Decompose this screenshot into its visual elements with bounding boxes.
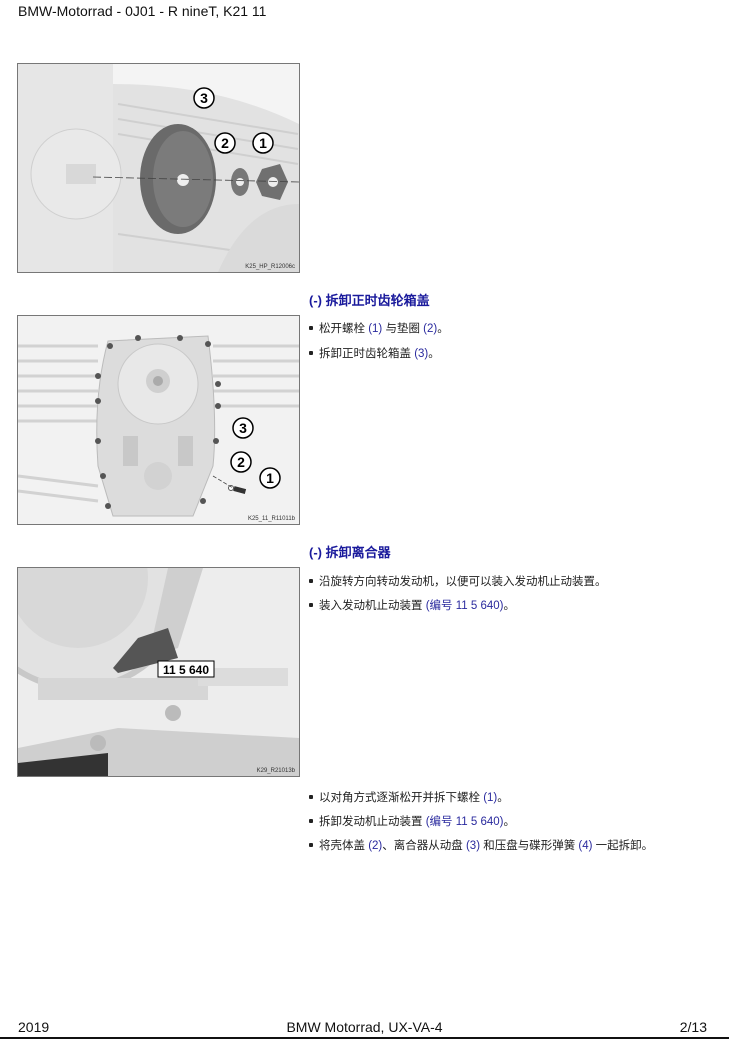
timing-cover-illustration: 3 2 1 xyxy=(18,316,299,524)
footer-page-number: 2/13 xyxy=(679,1019,707,1035)
bullet-icon xyxy=(309,794,313,799)
svg-text:2: 2 xyxy=(237,454,245,470)
reference-link: (2) xyxy=(368,840,383,852)
reference-link: (3) xyxy=(414,348,429,360)
footer-divider xyxy=(0,1037,729,1039)
figure-caption: K29_R21013b xyxy=(256,768,295,774)
engine-lock-illustration: 11 5 640 xyxy=(18,568,299,776)
svg-text:2: 2 xyxy=(221,135,229,151)
reference-link: (3) xyxy=(465,840,481,852)
reference-link: (1) xyxy=(483,792,498,804)
bullet-icon xyxy=(309,325,313,330)
footer-publisher: BMW Motorrad, UX-VA-4 xyxy=(286,1019,443,1035)
svg-text:3: 3 xyxy=(200,90,208,106)
bullet-icon xyxy=(309,350,313,355)
bullet-icon xyxy=(309,842,313,847)
figure-engine-lock-tool: 11 5 640 K29_R21013b xyxy=(17,567,300,777)
step-item: 拆卸正时齿轮箱盖 (3)。 xyxy=(309,345,440,361)
step-item: 将壳体盖 (2)、离合器从动盘 (3) 和压盘与碟形弹簧 (4) 一起拆卸。 xyxy=(309,837,653,853)
bullet-icon xyxy=(309,602,313,607)
step-item: 装入发动机止动装置 (编号 11 5 640)。 xyxy=(309,597,515,613)
section-heading-clutch: (-) 拆卸离合器 xyxy=(309,545,391,560)
tool-reference-link: (编号 11 5 640) xyxy=(425,816,504,828)
tool-number-label: 11 5 640 xyxy=(163,663,209,677)
section-heading-timing-cover: (-) 拆卸正时齿轮箱盖 xyxy=(309,293,430,308)
document-header-title: BMW-Motorrad - 0J01 - R nineT, K21 11 xyxy=(18,3,267,19)
svg-text:1: 1 xyxy=(266,470,274,486)
step-item: 拆卸发动机止动装置 (编号 11 5 640)。 xyxy=(309,813,515,829)
reference-link: (1) xyxy=(368,323,383,335)
svg-text:1: 1 xyxy=(259,135,267,151)
figure-caption: K25_11_R11011b xyxy=(247,516,295,522)
reference-link: (4) xyxy=(578,840,593,852)
tool-reference-link: (编号 11 5 640) xyxy=(425,600,504,612)
bullet-icon xyxy=(309,578,313,583)
svg-text:3: 3 xyxy=(239,420,247,436)
footer-year: 2019 xyxy=(18,1019,50,1035)
step-item: 松开螺栓 (1) 与垫圈 (2)。 xyxy=(309,320,449,336)
figure-crankshaft-pulley: 3 2 1 K25_HP_R12006c xyxy=(17,63,300,273)
figure-timing-cover: 3 2 1 K25_11_R11011b xyxy=(17,315,300,525)
bullet-icon xyxy=(309,818,313,823)
crankshaft-pulley-illustration: 3 2 1 xyxy=(18,64,299,272)
step-item: 沿旋转方向转动发动机，以便可以装入发动机止动装置。 xyxy=(309,573,607,589)
step-item: 以对角方式逐渐松开并拆下螺栓 (1)。 xyxy=(309,789,509,805)
figure-caption: K25_HP_R12006c xyxy=(245,264,295,270)
reference-link: (2) xyxy=(423,323,438,335)
